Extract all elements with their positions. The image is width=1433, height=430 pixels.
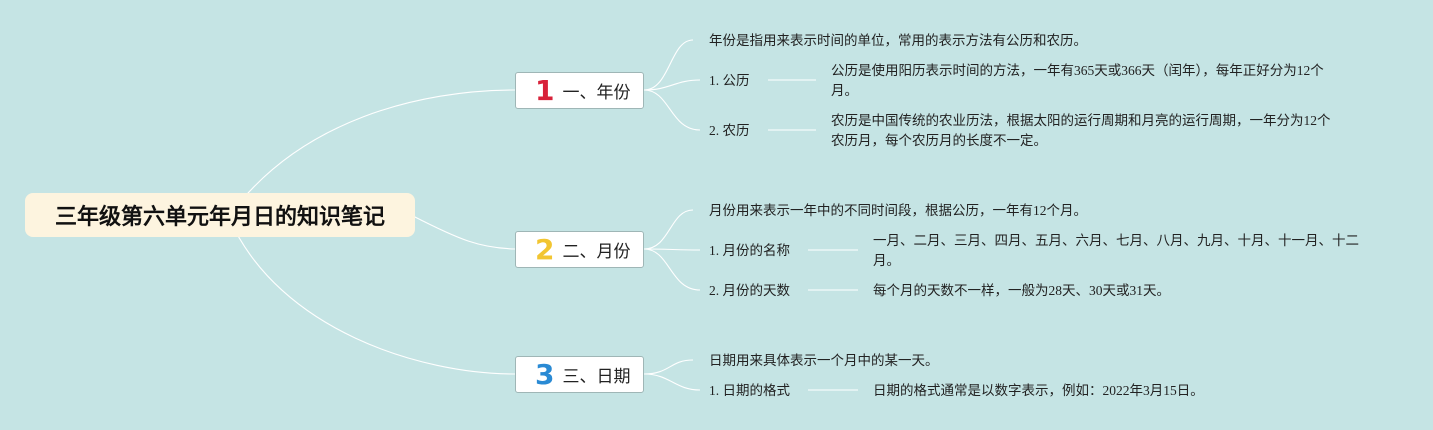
branch-label: 三、日期 — [562, 367, 631, 387]
number-3-icon: 3 — [535, 357, 555, 391]
branch-date[interactable]: 3 三、日期 — [515, 356, 644, 393]
link-root-branch-1 — [229, 89, 516, 216]
branch-label: 二、月份 — [562, 242, 631, 262]
root-topic[interactable]: 三年级第六单元年月日的知识笔记 — [25, 193, 415, 237]
link-b3-intro — [643, 359, 694, 375]
number-2-icon: 2 — [535, 232, 555, 266]
branch-year[interactable]: 1 一、年份 — [515, 72, 644, 109]
link-b1-item2 — [643, 89, 701, 131]
month-intro[interactable]: 月份用来表示一年中的不同时间段，根据公历，一年有12个月。 — [709, 203, 1087, 218]
link-b2-item2 — [643, 248, 701, 291]
link-root-branch-3 — [229, 219, 516, 375]
year-item-lunar[interactable]: 2. 农历 — [709, 123, 750, 138]
date-item-format-desc[interactable]: 日期的格式通常是以数字表示，例如：2022年3月15日。 — [873, 383, 1204, 398]
link-root-branch-2 — [412, 215, 516, 250]
year-item-gregorian-desc[interactable]: 公历是使用阳历表示时间的方法，一年有365天或366天（闰年），每年正好分为12… — [831, 63, 1324, 98]
branch-label: 一、年份 — [562, 83, 631, 103]
year-item-gregorian[interactable]: 1. 公历 — [709, 73, 750, 88]
link-b2-intro — [643, 209, 694, 250]
link-b1-item1 — [643, 79, 701, 91]
year-item-lunar-desc[interactable]: 农历是中国传统的农业历法，根据太阳的运行周期和月亮的运行周期，一年分为12个农历… — [831, 113, 1331, 148]
month-item-names[interactable]: 1. 月份的名称 — [709, 243, 790, 258]
date-item-format[interactable]: 1. 日期的格式 — [709, 383, 790, 398]
year-intro[interactable]: 年份是指用来表示时间的单位，常用的表示方法有公历和农历。 — [709, 33, 1087, 48]
number-1-icon: 1 — [535, 73, 555, 107]
link-b1-intro — [643, 39, 694, 91]
link-b3-item1 — [643, 373, 701, 391]
root-title: 三年级第六单元年月日的知识笔记 — [54, 205, 385, 230]
branch-month[interactable]: 2 二、月份 — [515, 231, 644, 268]
month-item-days[interactable]: 2. 月份的天数 — [709, 283, 790, 298]
link-b2-item1 — [643, 248, 701, 251]
month-item-days-desc[interactable]: 每个月的天数不一样，一般为28天、30天或31天。 — [873, 283, 1170, 298]
month-item-names-desc[interactable]: 一月、二月、三月、四月、五月、六月、七月、八月、九月、十月、十一月、十二月。 — [873, 233, 1359, 268]
date-intro[interactable]: 日期用来具体表示一个月中的某一天。 — [709, 353, 939, 368]
